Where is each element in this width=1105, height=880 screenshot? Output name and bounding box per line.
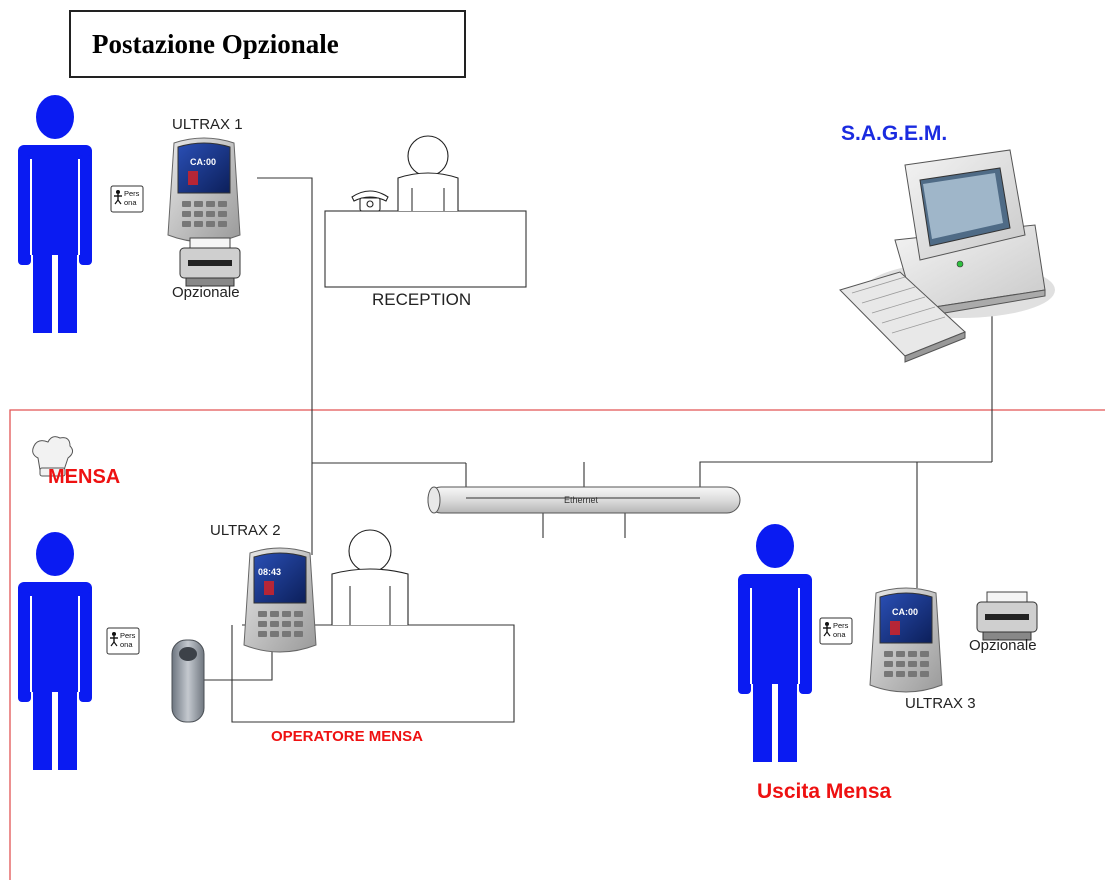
svg-text:ona: ona: [124, 198, 137, 207]
operator-body: [331, 568, 409, 625]
person-icon: [18, 532, 92, 772]
printer-icon: [179, 237, 241, 287]
printer-optional-label-2: Opzionale: [969, 637, 1037, 654]
reception-desk: [324, 135, 527, 288]
printer-optional-label: Opzionale: [172, 284, 240, 301]
receptionist-body: [397, 172, 459, 211]
badge-card-icon: Pers ona: [819, 617, 853, 645]
ultrax1-terminal-icon: CA:00: [167, 137, 241, 243]
printer-icon: [976, 591, 1038, 641]
svg-text:08:43: 08:43: [258, 567, 281, 577]
mensa-zone-border: [9, 409, 1105, 880]
ultrax2-terminal-icon: 08:43: [243, 547, 317, 653]
svg-text:ona: ona: [833, 630, 846, 639]
card-reader-icon: [171, 639, 205, 723]
svg-text:ona: ona: [120, 640, 133, 649]
ultrax1-label: ULTRAX 1: [172, 116, 243, 133]
ethernet-label: Ethernet: [564, 495, 599, 505]
person-icon: [18, 95, 92, 335]
operator-head: [348, 529, 392, 573]
ultrax3-terminal-icon: CA:00: [869, 587, 943, 693]
exit-label: Uscita Mensa: [757, 780, 892, 803]
telephone-icon: [351, 190, 389, 212]
svg-text:Pers: Pers: [124, 189, 140, 198]
chef-hat-icon: [32, 436, 74, 477]
badge-card-icon: Pers ona: [106, 627, 140, 655]
ultrax3-label: ULTRAX 3: [905, 695, 976, 712]
badge-card-icon: Pers ona: [110, 185, 144, 213]
svg-text:CA:00: CA:00: [892, 607, 918, 617]
desktop-computer-icon: [839, 149, 1055, 363]
person-icon: [738, 524, 812, 764]
mensa-label: MENSA: [48, 466, 121, 488]
svg-text:Pers: Pers: [833, 621, 849, 630]
receptionist-head: [407, 135, 449, 177]
svg-text:Pers: Pers: [120, 631, 136, 640]
operator-desk: [231, 529, 515, 723]
ultrax2-label: ULTRAX 2: [210, 522, 281, 539]
title-box: Postazione Opzionale: [69, 10, 466, 78]
operator-label: OPERATORE MENSA: [271, 728, 423, 745]
ethernet-bus: Ethernet: [427, 486, 741, 514]
connection-lines: [203, 177, 993, 681]
sagem-label: S.A.G.E.M.: [841, 122, 948, 145]
reception-label: RECEPTION: [372, 290, 472, 309]
svg-text:CA:00: CA:00: [190, 157, 216, 167]
line-ultrax1: [257, 177, 313, 555]
page-title: Postazione Opzionale: [92, 29, 339, 59]
